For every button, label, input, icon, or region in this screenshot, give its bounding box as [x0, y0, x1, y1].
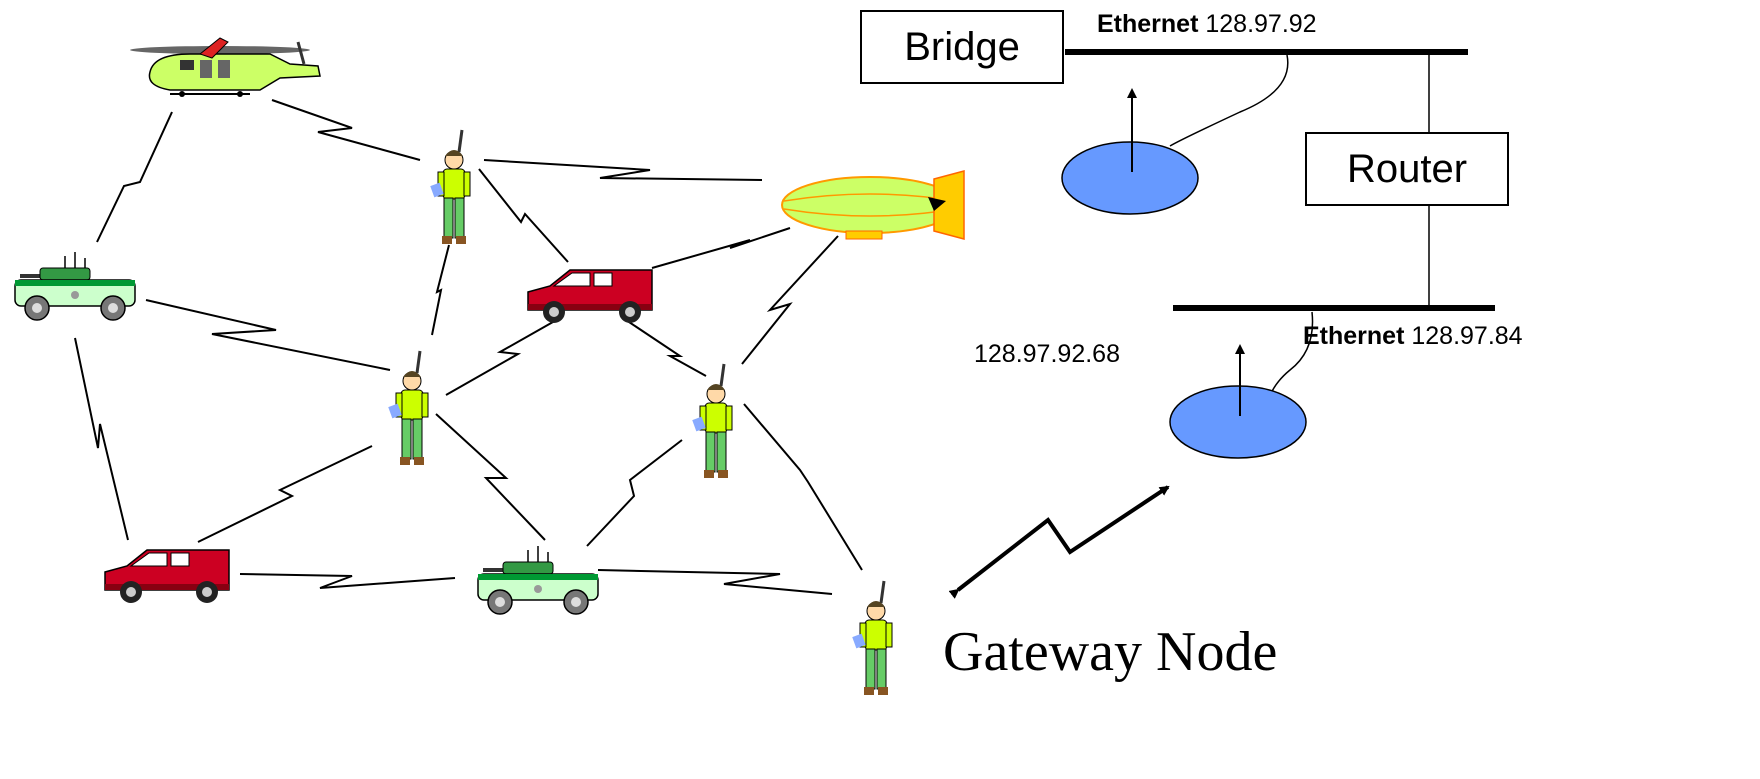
link-soldier3-tank2 [586, 439, 683, 547]
gateway-node-label: Gateway Node [943, 621, 1278, 683]
ethernet-top-name: Ethernet [1097, 10, 1199, 38]
soldier-node-2 [386, 349, 430, 467]
ethernet-bottom-name: Ethernet [1303, 322, 1405, 350]
router-label: Router [1346, 146, 1468, 191]
link-van1-blimp [651, 227, 791, 269]
ethernet-top-label: Ethernet 128.97.92 [1097, 10, 1317, 39]
wired-network [1065, 49, 1495, 413]
wireless-links [74, 99, 863, 595]
host-disk-top [1061, 88, 1199, 215]
router-box: Router [1305, 132, 1509, 206]
host-address-label: 128.97.92.68 [974, 340, 1120, 368]
link-soldier2-tank2 [435, 413, 546, 541]
link-soldier1-blimp [483, 159, 763, 181]
host-disk-bottom [1169, 344, 1307, 459]
link-tank2-gateway [597, 569, 833, 595]
link-helicopter-soldier1 [271, 99, 421, 161]
link-blimp-soldier3 [741, 235, 839, 365]
link-tank1-soldier2 [145, 299, 391, 371]
helicopter-node [130, 37, 321, 97]
link-soldier2-van2 [197, 445, 373, 543]
blimp-node [781, 170, 965, 240]
link-soldier1-soldier2 [431, 244, 450, 336]
ethernet-bottom-label: Ethernet 128.97.84 [1303, 322, 1523, 351]
gateway-soldier-node [850, 579, 894, 697]
ethernet-top-address: 128.97.92 [1205, 10, 1317, 38]
ethernet-bottom-address: 128.97.84 [1411, 322, 1523, 350]
bridge-box: Bridge [860, 10, 1064, 84]
link-tank1-van2 [74, 337, 129, 541]
link-van1-soldier3 [625, 319, 707, 377]
host-cable-top [1169, 54, 1289, 147]
link-soldier2-van1 [445, 317, 561, 396]
gateway-uplink-link [948, 485, 1170, 599]
link-soldier3-gateway [743, 403, 863, 571]
van-node-2 [104, 549, 230, 604]
link-soldier1-van1 [478, 168, 569, 263]
soldier-node-1 [428, 128, 472, 246]
tank-node-2 [477, 545, 599, 615]
link-van2-tank2 [239, 573, 456, 589]
link-helicopter-tank1 [96, 111, 173, 243]
bridge-label: Bridge [904, 24, 1020, 69]
van-node-1 [527, 269, 653, 324]
soldier-node-3 [690, 362, 734, 480]
tank-node-1 [14, 251, 136, 321]
